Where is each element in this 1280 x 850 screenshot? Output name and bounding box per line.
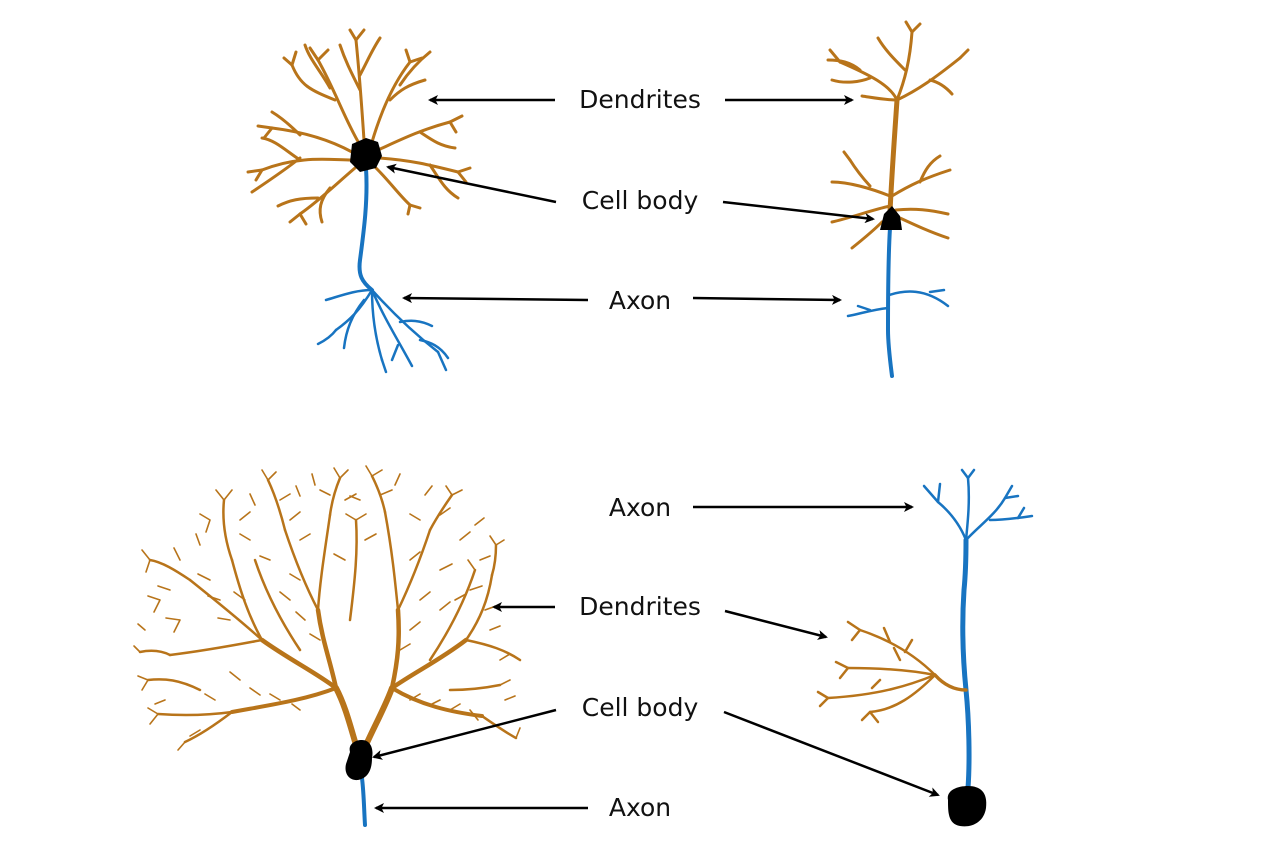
label-dendrites-bottom: Dendrites bbox=[579, 592, 701, 621]
multipolar-dendrites bbox=[246, 28, 472, 226]
label-cell-body-top: Cell body bbox=[581, 186, 699, 215]
label-dendrites-top: Dendrites bbox=[579, 85, 701, 114]
purkinje-dendrites bbox=[133, 465, 522, 751]
label-cell-body-bottom: Cell body bbox=[581, 693, 699, 722]
label-axon-bottom-lower: Axon bbox=[608, 793, 672, 822]
multipolar-axon-terminals bbox=[316, 288, 450, 374]
pyramidal-axon-collaterals bbox=[846, 288, 950, 318]
arrow-icon bbox=[372, 708, 557, 760]
pyramidal-dendrites bbox=[826, 20, 970, 250]
sensory-cell-body bbox=[947, 786, 987, 827]
arrow-icon bbox=[722, 200, 875, 224]
label-axon-bottom-upper: Axon bbox=[608, 493, 672, 522]
multipolar-neuron bbox=[246, 28, 472, 374]
arrow-icon bbox=[402, 293, 589, 304]
multipolar-axon bbox=[357, 166, 374, 292]
pyramidal-neuron bbox=[826, 20, 970, 378]
sensory-axon-main bbox=[960, 537, 972, 791]
purkinje-axon bbox=[360, 776, 367, 827]
arrow-icon bbox=[723, 710, 940, 797]
arrows bbox=[372, 95, 940, 813]
purkinje-cell-body bbox=[345, 740, 373, 781]
pyramidal-cell-body bbox=[880, 206, 902, 230]
multipolar-cell-body bbox=[350, 138, 382, 172]
sensory-axon-terminals bbox=[922, 468, 1034, 542]
purkinje-neuron bbox=[133, 465, 522, 827]
arrow-icon bbox=[692, 294, 842, 305]
pyramidal-axon bbox=[885, 226, 894, 378]
label-axon-top: Axon bbox=[608, 286, 672, 315]
sensory-dendrites bbox=[816, 620, 968, 724]
arrow-icon bbox=[724, 609, 828, 640]
sensory-neuron bbox=[816, 468, 1034, 827]
arrow-icon bbox=[386, 163, 557, 204]
